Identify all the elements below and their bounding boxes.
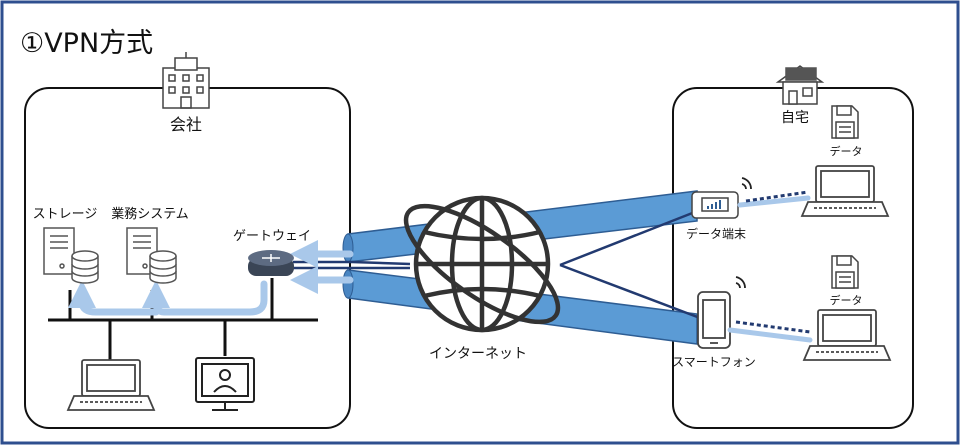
home-label: 自宅	[781, 110, 809, 126]
database-icon	[149, 250, 177, 284]
internal-flow-arrows	[68, 280, 268, 316]
business-system-label: 業務システム	[111, 206, 189, 222]
laptop-icon	[66, 359, 156, 411]
server-icon	[43, 227, 75, 275]
laptop-icon	[802, 309, 892, 361]
laptop-icon	[800, 165, 890, 217]
vpn-connection-lines	[293, 208, 701, 320]
database-icon	[71, 250, 99, 284]
floppy-disk-icon	[831, 255, 859, 289]
floppy-disk-icon	[831, 105, 859, 139]
smartphone-label: スマートフォン	[672, 355, 756, 369]
monitor-user-icon	[195, 357, 255, 411]
data-flow-arrows	[290, 240, 354, 294]
office-label: 会社	[170, 115, 202, 134]
data-label-top: データ	[830, 144, 863, 158]
gateway-label: ゲートウェイ	[233, 229, 311, 244]
router-icon	[248, 250, 294, 276]
data-terminal-icon	[691, 191, 739, 219]
globe-icon	[403, 195, 561, 333]
wifi-icon	[741, 177, 752, 190]
wifi-icon	[735, 276, 746, 289]
data-terminal-label: データ端末	[686, 226, 746, 241]
data-label-bottom: データ	[830, 293, 863, 307]
smartphone-icon	[697, 291, 731, 349]
diagram-title: ①VPN方式	[20, 28, 153, 59]
internet-label: インターネット	[429, 346, 527, 362]
wireless-links	[727, 190, 813, 343]
house-icon	[775, 65, 825, 105]
building-icon	[162, 52, 210, 109]
storage-label: ストレージ	[33, 207, 98, 222]
server-icon	[126, 227, 158, 275]
